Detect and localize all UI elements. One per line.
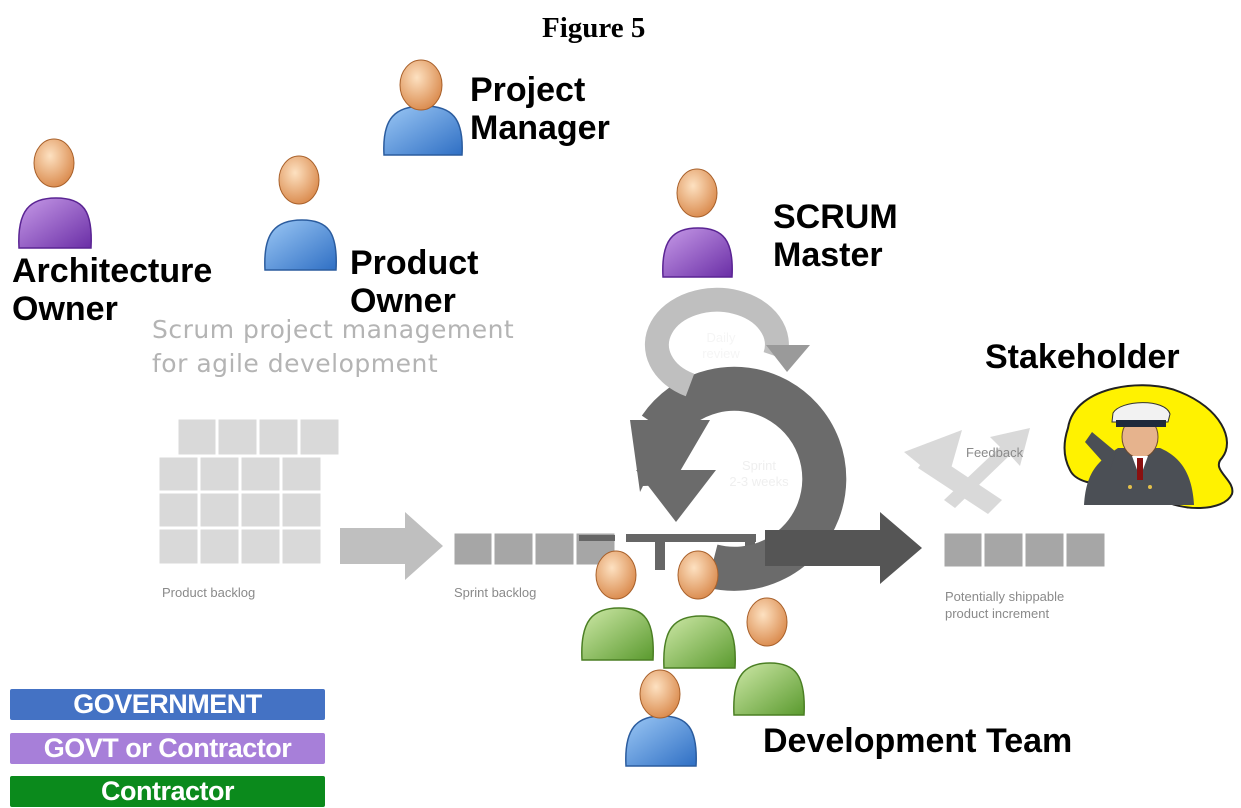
product-owner-figure — [264, 155, 337, 271]
legend-govt-or-contractor: GOVT or Contractor — [10, 733, 325, 764]
role-stakeholder: Stakeholder — [985, 338, 1180, 376]
daily-review-loop — [644, 287, 789, 397]
label-sprint-backlog: Sprint backlog — [454, 585, 537, 600]
label-product-backlog: Product backlog — [162, 585, 256, 600]
legend-government: GOVERNMENT — [10, 689, 325, 720]
arrow-to-increment — [765, 512, 922, 584]
product-backlog-grid — [156, 416, 342, 567]
legend-contractor: Contractor — [10, 776, 325, 807]
dev-team-member-4 — [625, 669, 697, 767]
figure-title: Figure 5 — [542, 12, 646, 44]
label-daily-review: Daily review — [702, 330, 740, 361]
role-architecture-owner: Architecture Owner — [12, 252, 213, 328]
role-project-manager: Project Manager — [470, 71, 610, 147]
role-development-team: Development Team — [763, 722, 1073, 760]
label-feedback: Feedback — [966, 445, 1024, 460]
project-manager-figure — [383, 59, 463, 156]
label-sprint: Sprint 2-3 weeks — [729, 458, 789, 489]
sprint-backlog-boxes — [451, 530, 618, 568]
role-product-owner: Product Owner — [350, 244, 479, 320]
dev-team-member-3 — [733, 597, 805, 716]
dev-team-member-1 — [581, 550, 654, 661]
dev-team-member-2 — [663, 550, 736, 669]
architecture-owner-figure — [18, 138, 92, 249]
label-increment: Potentially shippable product increment — [945, 589, 1065, 621]
scrum-master-figure — [662, 168, 733, 278]
role-scrum-master: SCRUM Master — [773, 198, 898, 274]
increment-boxes — [941, 530, 1108, 570]
stakeholder-figure — [1063, 384, 1234, 509]
arrow-to-sprint-backlog — [340, 512, 443, 580]
diagram-subtitle: Scrum project management for agile devel… — [152, 315, 515, 378]
